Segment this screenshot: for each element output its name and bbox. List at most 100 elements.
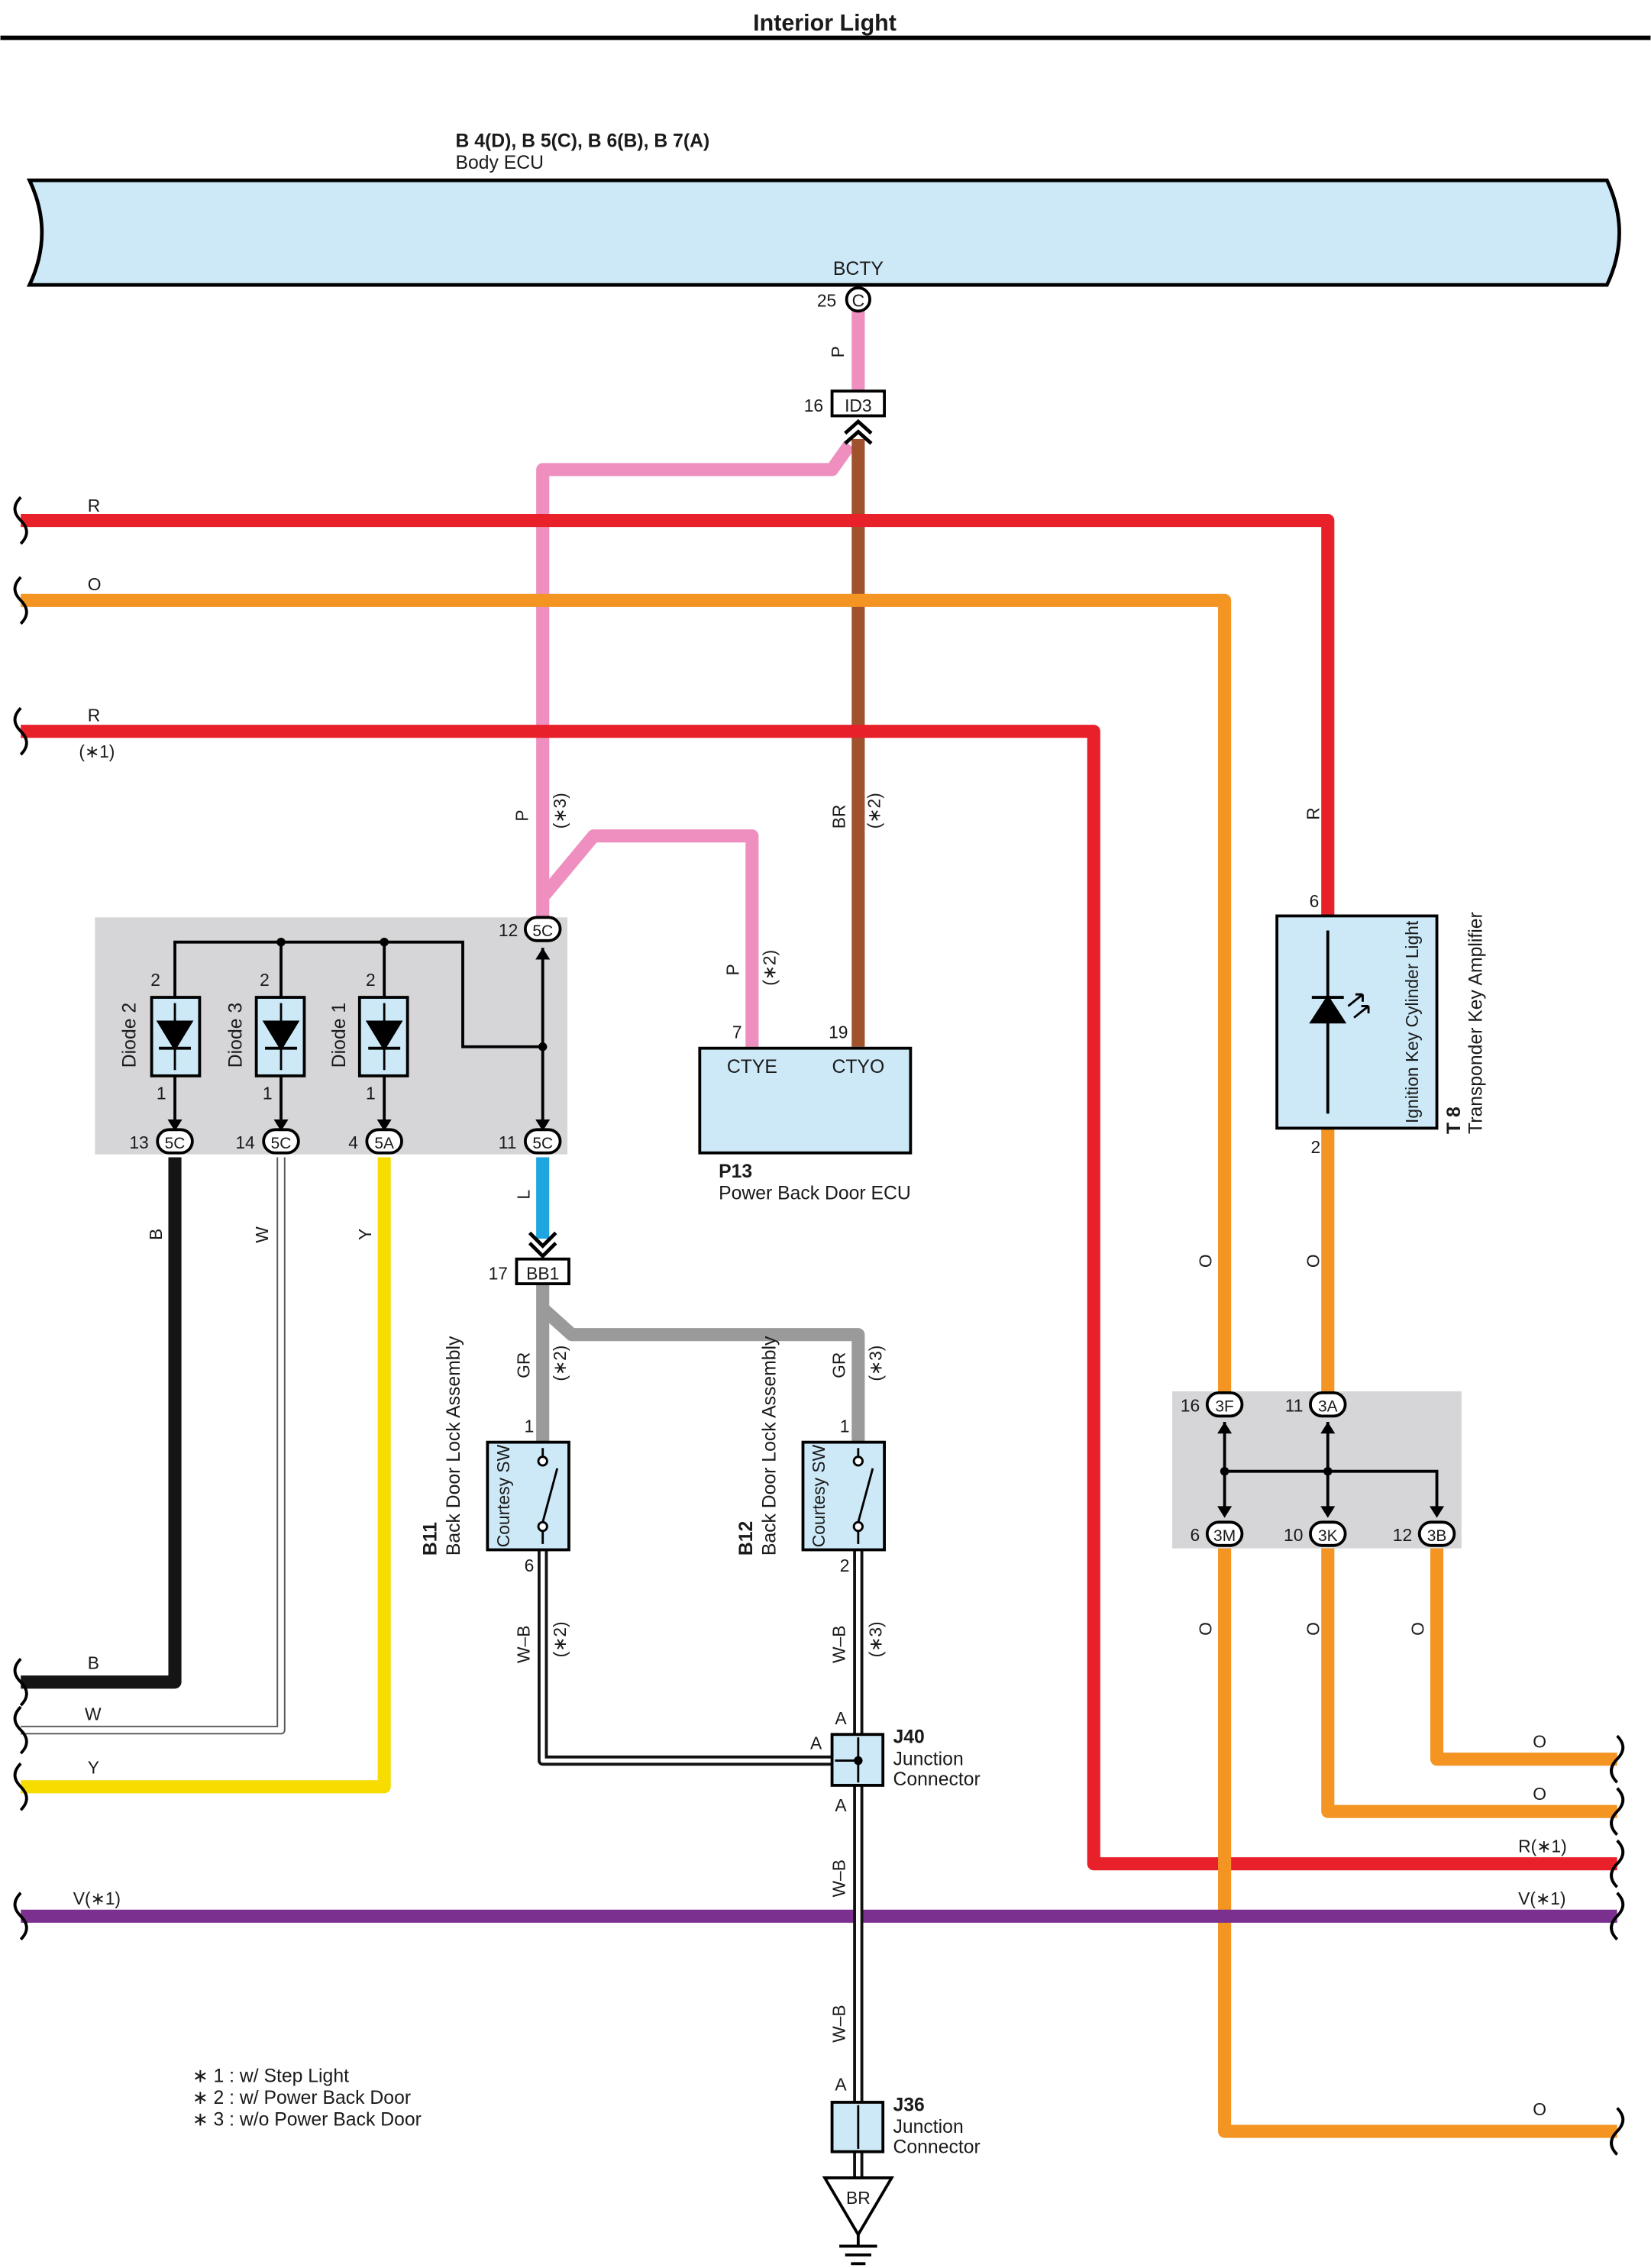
label-gr-right-note: (∗3) xyxy=(865,1346,885,1381)
notes: ∗ 1 : w/ Step Light ∗ 2 : w/ Power Back … xyxy=(192,2066,422,2130)
connector-oval xyxy=(1417,1520,1456,1547)
led-ray-icon xyxy=(1347,993,1369,1019)
id3-pin: 16 xyxy=(804,396,823,415)
wire-o-top xyxy=(21,593,1232,1393)
p13-pin-19: 19 xyxy=(829,1022,848,1042)
diode-1-pin-bottom: 1 xyxy=(366,1083,376,1103)
label-br: BR xyxy=(829,804,849,829)
wire-w xyxy=(21,1157,284,1733)
label-wb-b12: W–B xyxy=(829,1626,849,1663)
wire-y xyxy=(21,1157,391,1794)
junction-dot xyxy=(854,1756,863,1766)
wire-end-left xyxy=(13,1892,28,1941)
label-w-left: W xyxy=(85,1704,102,1724)
wire-end-left xyxy=(13,1762,28,1811)
b11-switch: Courtesy SW 1 6 B11 Back Door Lock Assem… xyxy=(421,1336,570,1575)
wire-p-power-back-door xyxy=(538,829,759,1047)
wire-end-right xyxy=(1610,1734,1625,1784)
p13-box xyxy=(698,1046,913,1155)
t8-box xyxy=(1275,914,1439,1130)
wire-end-left xyxy=(13,576,28,625)
diode-2-pin-top: 2 xyxy=(150,970,160,990)
label-y-left: Y xyxy=(88,1758,99,1778)
label-r-right: R(∗1) xyxy=(1518,1837,1567,1856)
t8-pin-bottom: 2 xyxy=(1311,1137,1321,1157)
connector-name: 3K xyxy=(1318,1527,1338,1545)
switch-contact xyxy=(537,1520,548,1533)
p13-terminal-ctyo: CTYO xyxy=(832,1057,884,1077)
bb1-arrow-icon xyxy=(528,1231,557,1259)
connector-3m: 3M 6 xyxy=(1191,1520,1244,1547)
j36-name-2: Connector xyxy=(893,2137,981,2158)
id3-connector xyxy=(830,389,887,418)
switch-blade-icon xyxy=(541,1468,559,1523)
junction-block-3-arrows xyxy=(1217,1421,1445,1518)
connector-5c-11: 5C 11 xyxy=(499,1128,562,1155)
b11-id: B11 xyxy=(421,1522,441,1556)
diode-3-pin-bottom: 1 xyxy=(263,1083,273,1103)
note-1: ∗ 1 : w/ Step Light xyxy=(192,2066,349,2086)
p13-id: P13 xyxy=(719,1161,752,1182)
diode-arrows xyxy=(167,948,551,1132)
b12-id: B12 xyxy=(736,1521,757,1556)
b11-box xyxy=(486,1440,570,1552)
body-ecu-terminal: BCTY xyxy=(833,259,884,279)
switch-contact xyxy=(537,1455,548,1467)
wire-end-left xyxy=(13,1705,28,1755)
label-p-ecu: P xyxy=(723,964,743,975)
body-ecu-box xyxy=(26,178,1621,287)
bb1-connector xyxy=(515,1257,570,1285)
diode-3-label: Diode 3 xyxy=(226,1003,247,1068)
wire-end-right xyxy=(1610,2107,1625,2156)
diode-1-label: Diode 1 xyxy=(329,1003,350,1068)
connector-3b: 3B 12 xyxy=(1393,1520,1456,1547)
wire-ends-right xyxy=(1610,1734,1625,2156)
label-r-step: R xyxy=(88,705,100,725)
body-ecu-pin-circle xyxy=(845,286,871,313)
wire-wb-b11 xyxy=(540,1549,832,1763)
label-o-col1: O xyxy=(1195,1254,1215,1268)
label-wb-b11: W–B xyxy=(514,1626,534,1663)
connector-pin: 16 xyxy=(1181,1396,1200,1416)
connector-name: 5A xyxy=(374,1135,394,1152)
j36-pin: A xyxy=(835,2075,847,2095)
connector-pin: 10 xyxy=(1284,1525,1303,1545)
wire-b xyxy=(21,1157,182,1689)
switch-blade-icon xyxy=(857,1468,874,1523)
connector-name: 5C xyxy=(532,922,553,940)
j40-pin-bottom: A xyxy=(835,1795,847,1815)
switch-contact xyxy=(852,1520,864,1533)
b11-name: Back Door Lock Assembly xyxy=(444,1336,464,1556)
wire-o-low-3 xyxy=(1430,1546,1617,1766)
label-gr-left-note: (∗2) xyxy=(550,1346,570,1381)
label-wb-b11-note: (∗2) xyxy=(550,1621,570,1657)
b11-sw-label: Courtesy SW xyxy=(493,1444,513,1547)
j40-pin-left: A xyxy=(810,1733,822,1753)
label-v-right: V(∗1) xyxy=(1518,1888,1565,1908)
label-r-t8: R xyxy=(1303,807,1323,820)
connector-oval xyxy=(523,916,562,942)
wire-r-top xyxy=(21,514,1335,916)
ground-triangle xyxy=(822,2176,894,2237)
id3-arrow-icon xyxy=(844,418,873,445)
wire-wb-b11-outline xyxy=(538,1549,832,1766)
j36-name-1: Junction xyxy=(893,2117,964,2137)
label-wb-b12-note: (∗3) xyxy=(865,1621,885,1657)
label-o-low1: O xyxy=(1195,1622,1215,1636)
label-o-low2: O xyxy=(1303,1622,1323,1636)
label-o-low3: O xyxy=(1407,1622,1427,1636)
diode-3-pin-top: 2 xyxy=(260,970,270,990)
connector-pin: 12 xyxy=(499,920,518,940)
body-ecu-connector: C xyxy=(852,291,865,311)
note-2: ∗ 2 : w/ Power Back Door xyxy=(192,2088,411,2108)
id3-name: ID3 xyxy=(845,396,872,415)
connector-name: 3M xyxy=(1213,1527,1236,1545)
connector-pin: 12 xyxy=(1393,1525,1412,1545)
wire-labels: P R O R (∗1) P (∗3) BR (∗2) P (∗2) R B W… xyxy=(73,346,1567,2119)
t8-inner-label: Ignition Key Cylinder Light xyxy=(1402,920,1422,1123)
label-b-left: B xyxy=(88,1653,99,1673)
connector-oval xyxy=(262,1128,300,1155)
body-ecu-name: Body ECU xyxy=(455,153,544,173)
connector-oval xyxy=(1205,1391,1244,1418)
ground-icon xyxy=(839,2234,877,2266)
